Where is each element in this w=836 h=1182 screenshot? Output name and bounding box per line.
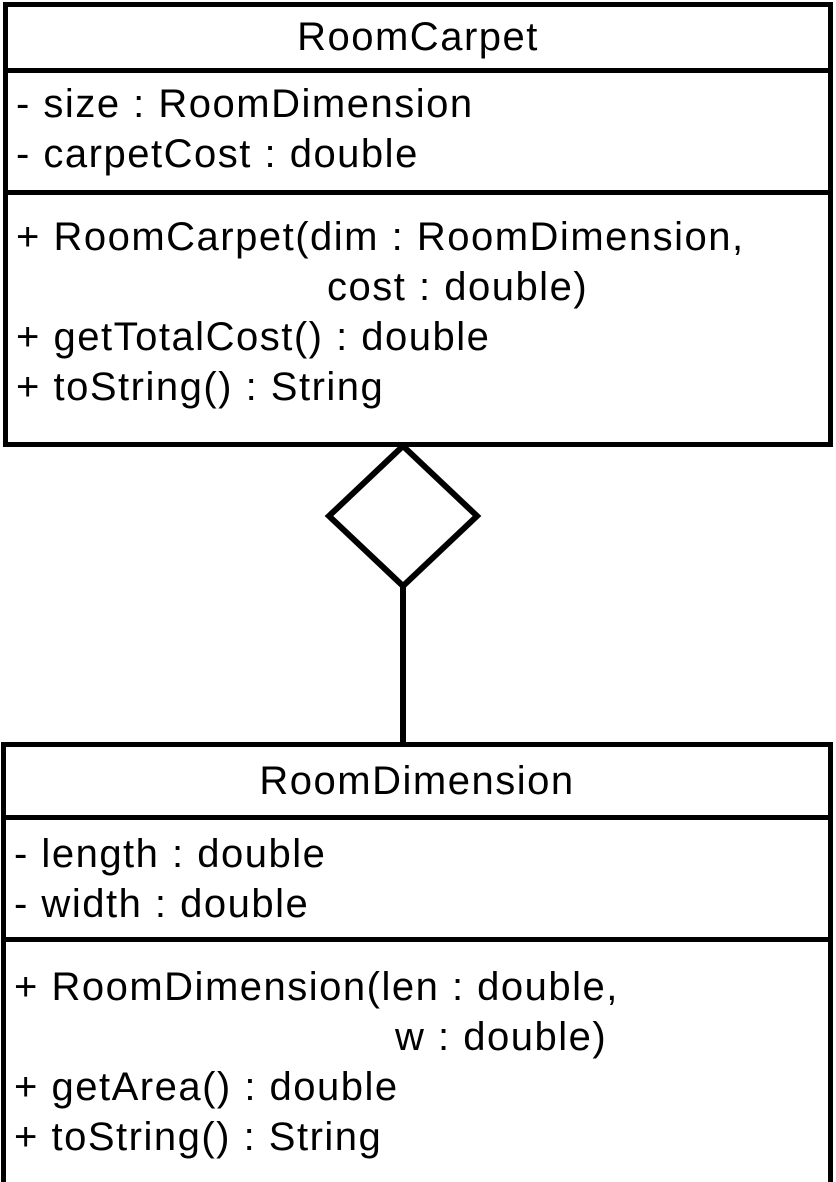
attribute-line: - size : RoomDimension <box>16 82 474 126</box>
method-line-continuation: w : double) <box>395 1015 608 1059</box>
attribute-line: - length : double <box>14 832 327 876</box>
attribute-line: - carpetCost : double <box>16 132 419 176</box>
class-box-roomdimension: RoomDimension - length : double - width … <box>1 742 833 1182</box>
method-line: + RoomDimension(len : double, <box>14 965 619 1009</box>
methods-compartment-roomdimension: + RoomDimension(len : double, w : double… <box>6 937 828 1182</box>
methods-compartment-roomcarpet: + RoomCarpet(dim : RoomDimension, cost :… <box>8 190 828 442</box>
aggregation-connector <box>324 441 482 744</box>
class-box-roomcarpet: RoomCarpet - size : RoomDimension - carp… <box>3 2 833 447</box>
method-line: + toString() : String <box>16 365 385 409</box>
method-line-continuation: cost : double) <box>327 265 589 309</box>
attributes-compartment-roomcarpet: - size : RoomDimension - carpetCost : do… <box>8 68 828 190</box>
method-line: + getArea() : double <box>14 1065 399 1109</box>
attribute-line: - width : double <box>14 882 310 926</box>
method-line: + RoomCarpet(dim : RoomDimension, <box>16 215 745 259</box>
class-name-roomdimension: RoomDimension <box>259 758 575 803</box>
class-name-roomcarpet: RoomCarpet <box>297 15 539 59</box>
aggregation-diamond-icon <box>324 441 482 591</box>
method-line: + toString() : String <box>14 1115 383 1159</box>
method-line: + getTotalCost() : double <box>16 315 491 359</box>
attributes-compartment-roomdimension: - length : double - width : double <box>6 815 828 937</box>
